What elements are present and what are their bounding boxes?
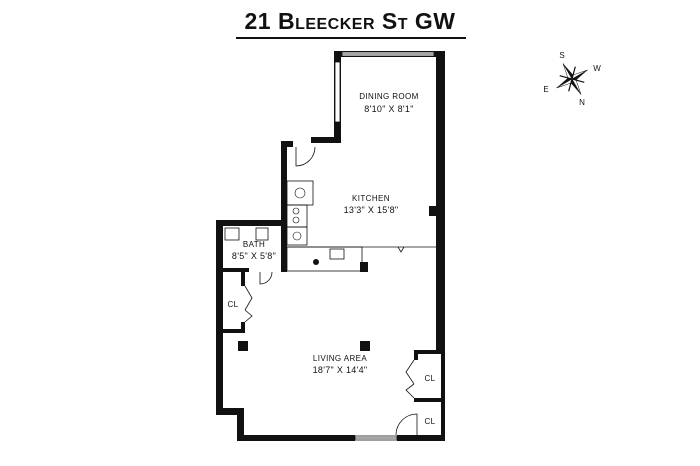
stove-burners [292, 187, 306, 241]
closet-right-lower-label: CL [424, 417, 435, 426]
column-living-center [360, 341, 370, 351]
bath-label: BATH [243, 240, 265, 249]
wall-closet-divider [414, 398, 445, 402]
door-bath [259, 271, 273, 285]
wall-closet-left-jamb2 [241, 322, 245, 333]
door-closet-right-b [405, 383, 415, 399]
column-kitchen [429, 206, 441, 216]
wall-closet-left-jamb [241, 272, 245, 286]
kitchen-label: KITCHEN [352, 194, 390, 203]
wall-kitchen-corner [281, 141, 293, 147]
living-area-label: LIVING AREA [313, 354, 367, 363]
closet-right-upper-label: CL [424, 374, 435, 383]
plan-title: 21 Bleecker St GW [244, 8, 456, 34]
kitchen-island [286, 246, 363, 272]
column-living-left [238, 341, 248, 351]
wall-bath-north [216, 220, 287, 226]
wall-bath-east [281, 240, 287, 272]
compass-s-label: S [559, 51, 564, 60]
title-underline [236, 37, 466, 39]
wall-bath-south [223, 268, 249, 272]
boundary-arrow [397, 246, 405, 253]
bath-sink [255, 227, 269, 241]
door-closet-left-a [244, 285, 253, 311]
kitchen-dims: 13'3" X 15'8" [344, 205, 399, 215]
compass-w-label: W [593, 64, 601, 73]
island-sink [329, 248, 345, 260]
compass-n-label: N [579, 98, 585, 107]
door-kitchen [295, 146, 316, 167]
stove [286, 180, 314, 206]
sink [286, 226, 308, 246]
wall-east [436, 51, 445, 354]
bath-dims: 8'5" X 5'8" [232, 251, 276, 261]
wall-west [216, 220, 223, 412]
window-dining-side [334, 61, 341, 123]
closet-left-label: CL [227, 300, 238, 309]
column-counter [360, 262, 368, 272]
wall-closet-right-jamb [414, 350, 418, 360]
dining-room-dims: 8'10" X 8'1" [364, 104, 413, 114]
compass-e-label: E [543, 85, 548, 94]
dining-room-label: DINING ROOM [359, 92, 419, 101]
wall-south-b [397, 435, 445, 441]
wall-south-a [237, 435, 355, 441]
wall-dining-step [311, 137, 341, 143]
fixtures [224, 146, 436, 436]
bath-toilet [224, 227, 240, 241]
wall-kitchen-west [281, 141, 287, 247]
door-closet-left-b [244, 309, 253, 323]
door-closet-right-lower [395, 413, 418, 436]
island-fixture [313, 259, 319, 265]
wall-closet-right-top [414, 350, 445, 354]
living-area-dims: 18'7" X 14'4" [313, 365, 368, 375]
wall-jog-vert [237, 408, 244, 441]
wall-east-lower [441, 350, 445, 441]
windows [334, 51, 435, 441]
wall-jog [216, 408, 244, 415]
compass-rose-icon [556, 63, 588, 95]
wall-closet-left [223, 329, 245, 333]
door-closet-right-a [405, 359, 415, 385]
